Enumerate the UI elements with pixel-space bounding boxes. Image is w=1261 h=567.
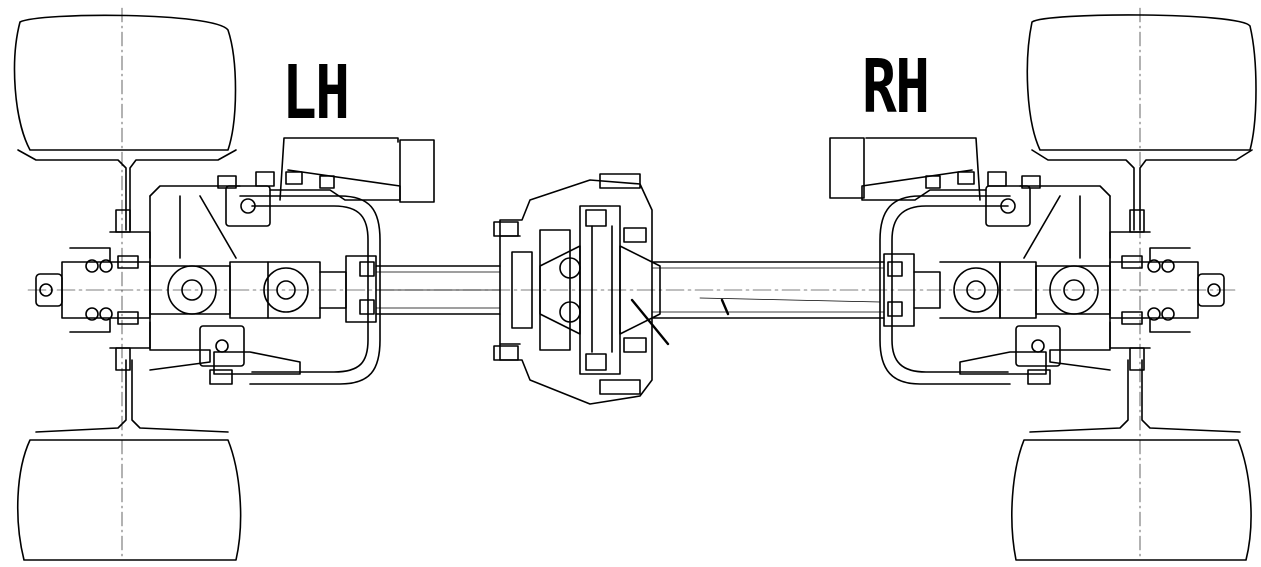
hub-assembly-left [35,209,151,371]
differential-housing [493,173,670,405]
right-hand-side-label: RH [862,44,930,130]
steering-bracket-right [879,195,1011,385]
knuckle-arm-right [959,185,1111,385]
axle-tube-left [345,255,501,323]
left-hand-side-label: LH [282,50,350,136]
hub-assembly-right [1109,209,1225,371]
wheel-right-upper [1026,7,1257,561]
axle-tube-right [651,253,915,327]
wheel-left-upper [13,7,237,561]
brake-chamber-left [217,137,435,227]
wheel-right-lower [1011,359,1252,561]
brake-chamber-right [829,137,1041,227]
wheel-left-lower [16,359,242,561]
knuckle-arm-left [149,185,301,385]
